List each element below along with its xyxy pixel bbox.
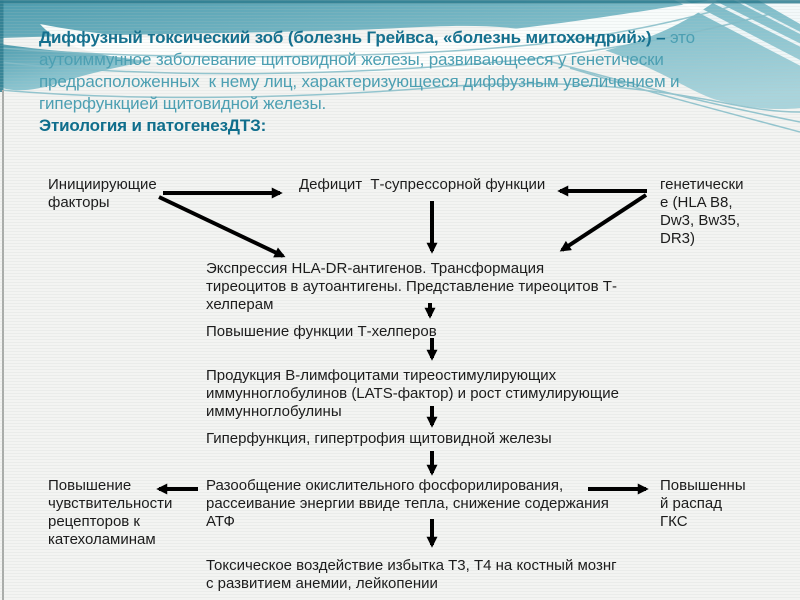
left-border-line-teal [0, 0, 4, 92]
header-subtitle: Этиология и патогенезДТЗ: [39, 116, 267, 135]
slide-header: Диффузный токсический зоб (болезнь Грейв… [39, 27, 800, 137]
thin-wave-lines [0, 3, 800, 133]
node-immunoglobulin-production: Продукция В-лимфоцитами тиреостимулирующ… [206, 367, 619, 420]
wave-decoration [0, 0, 800, 133]
node-thyroid-hyperfunction: Гиперфункция, гипертрофия щитовидной жел… [206, 430, 552, 447]
node-catecholamine-sensitivity: Повышение чувствительности рецепторов к … [48, 477, 173, 548]
wave-white-swoosh [40, 0, 717, 72]
corner-white-wedge [758, 0, 800, 24]
arrow-genetic-to-expression [559, 193, 648, 252]
node-gks-breakdown: Повышенны й распад ГКС [660, 477, 746, 530]
node-t-helper-function: Повышение функции Т-хелперов [206, 323, 437, 340]
arrow-initiating-to-expression [158, 195, 286, 258]
node-genetic-markers: генетически е (HLA B8, Dw3, Bw35, DR3) [660, 176, 744, 247]
node-hla-dr-expression: Экспрессия HLA-DR-антигенов. Трансформац… [206, 260, 617, 313]
slide-left-edge-line [2, 90, 4, 600]
node-toxic-bone-marrow: Токсическое воздействие избытка Т3, Т4 н… [206, 557, 617, 592]
node-oxidative-uncoupling: Разообщение окислительного фосфорилирова… [206, 477, 609, 530]
header-body-text: это аутоиммунное заболевание щитовидной … [39, 28, 695, 113]
node-initiating-factors: Инициирующие факторы [48, 176, 157, 211]
top-border-line [0, 0, 800, 4]
node-t-suppressor-deficit: Дефицит Т-супрессорной функции [299, 176, 546, 193]
header-title-bold: Диффузный токсический зоб (болезнь Грейв… [39, 28, 670, 47]
